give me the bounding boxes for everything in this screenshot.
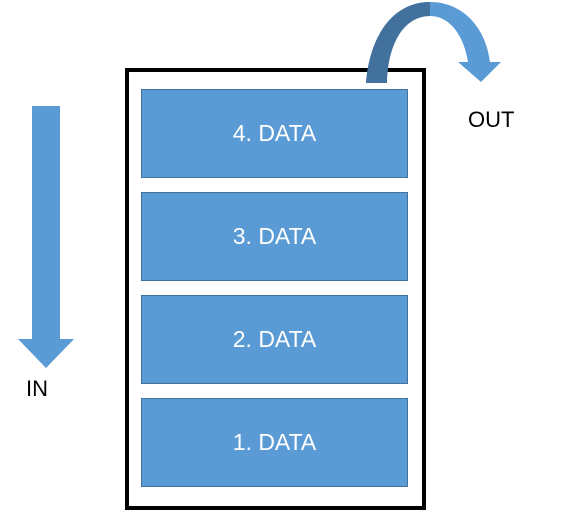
stack-item-4: 4. DATA [141,89,408,178]
stack-item-1: 1. DATA [141,398,408,487]
out-label: OUT [468,107,515,132]
in-label: IN [26,376,48,401]
in-arrow-icon [18,106,74,368]
out-arrow-icon [366,2,501,83]
stack-item-3: 3. DATA [141,192,408,281]
stack-item-2: 2. DATA [141,295,408,384]
